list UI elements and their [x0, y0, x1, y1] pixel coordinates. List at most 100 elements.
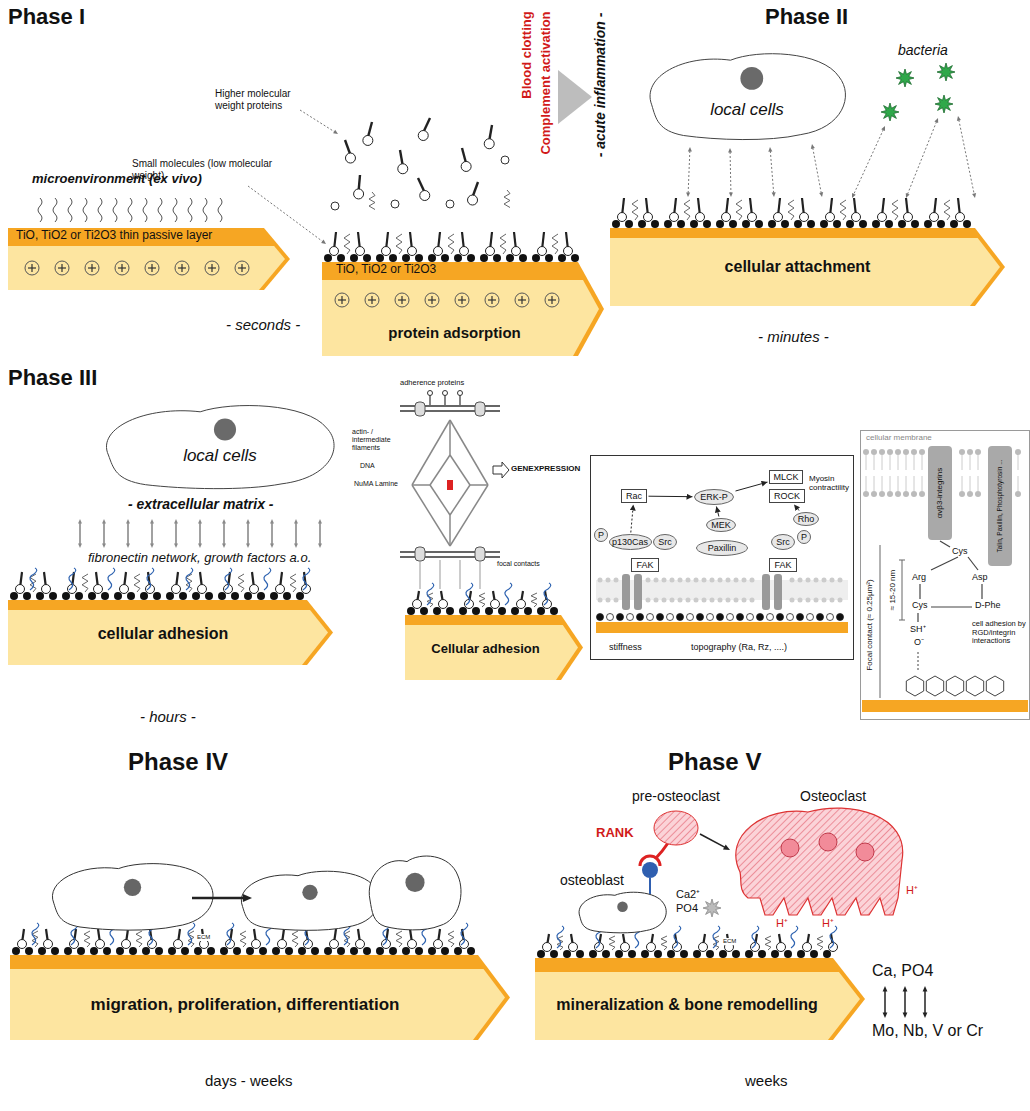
annotation: fibronectin network, growth factors a.o. [88, 551, 311, 566]
small-molecule [758, 950, 766, 958]
residue-label: Cys [912, 600, 928, 610]
arrow-line [295, 523, 297, 544]
annotation: Higher molecular weight proteins [215, 88, 315, 111]
protein-ellipse-outline [654, 535, 677, 550]
lipid-head [1015, 491, 1021, 497]
small-molecule [690, 220, 698, 228]
dimension-tick [899, 620, 905, 621]
arrow-head [102, 543, 106, 548]
protein-box: FAK [769, 558, 797, 572]
small-molecule [693, 950, 701, 958]
molecule-spring [552, 234, 558, 254]
protein [569, 943, 578, 952]
mineral-crystal [703, 899, 721, 917]
node-label: protein adsorption [342, 324, 567, 341]
process-label: Complement activation [539, 11, 554, 154]
peptide-bond [919, 584, 920, 599]
part-label: Talin, Paxillin, Phosphotyrosin ... [996, 459, 1003, 552]
small-molecule [311, 947, 319, 955]
small-molecule [771, 950, 779, 958]
small-molecule [680, 950, 688, 958]
protein [930, 213, 939, 222]
small-molecule [537, 950, 545, 958]
charge-circle [115, 261, 129, 275]
part-label: focal contacts [497, 560, 540, 568]
water-molecule [83, 198, 87, 222]
focal-link [420, 560, 421, 589]
lipid-head [967, 449, 973, 455]
annotation: Small molecules (low molecular weight) [132, 158, 297, 181]
residue-label: Cys [952, 546, 968, 556]
residue-label: D-Phe [975, 600, 1001, 610]
surface-molecule [707, 614, 714, 621]
arrow-line [904, 991, 906, 1013]
small-molecule [846, 220, 854, 228]
protein [200, 940, 209, 949]
node-label: Rho [798, 514, 815, 524]
cytoskeleton-filament [470, 484, 488, 486]
protein [468, 195, 478, 205]
protein-ellipse: Src [771, 534, 795, 550]
molecule-spring [840, 200, 846, 220]
cytoskeleton-filament [449, 420, 451, 455]
small-molecule [485, 607, 493, 615]
surface-molecule [787, 614, 794, 621]
receptor [415, 547, 425, 561]
peptide-bond [981, 584, 982, 599]
cell-nucleus [124, 879, 141, 896]
node-label: Src [776, 537, 790, 547]
node-label: mineralization & bone remodelling [547, 996, 827, 1014]
lipid-head [1015, 449, 1021, 455]
dimension-bracket [880, 545, 881, 698]
lipid-tail [962, 455, 963, 470]
small-molecule [194, 947, 202, 955]
band-body [8, 610, 328, 665]
receptor-label: RANK [596, 826, 634, 841]
time-label: weeks [745, 1072, 788, 1089]
arrow-head [883, 1013, 888, 1019]
arrow-head [126, 519, 130, 524]
lipid-head [734, 598, 739, 603]
protein [644, 213, 653, 222]
protein [408, 940, 417, 949]
molecule-spring [240, 931, 246, 947]
protein [956, 213, 965, 222]
lipid-head [694, 598, 699, 603]
small-molecule [337, 947, 345, 955]
small-molecule [179, 592, 187, 600]
lipid-head [919, 491, 925, 497]
charge-circle [485, 293, 499, 307]
small-molecule [454, 947, 462, 955]
lipid-tail [906, 455, 907, 470]
cell-nucleus [405, 873, 424, 892]
lipid-head [662, 598, 667, 603]
band-strip [8, 228, 290, 290]
molecule-spring [892, 200, 898, 220]
lipid-tail [898, 476, 899, 491]
small-molecule [257, 592, 265, 600]
arrow-head [198, 519, 202, 524]
lipid-head [798, 578, 803, 583]
integrin [634, 574, 642, 610]
lipid-tail [906, 476, 907, 491]
cell-nucleus [617, 901, 628, 912]
lipid-head [718, 578, 723, 583]
protein [16, 585, 25, 594]
small-molecule [716, 220, 724, 228]
arrow-line [813, 148, 822, 193]
surface-molecule [717, 614, 724, 621]
cell-label: Osteoclast [800, 788, 866, 804]
lipid-head [646, 578, 651, 583]
surface-molecule [617, 614, 624, 621]
arrow-head [772, 192, 776, 197]
lipid-head [806, 598, 811, 603]
small-molecule [794, 220, 802, 228]
process-label: - acute inflammation - [592, 13, 608, 158]
part-label: actin- / intermediate filaments [352, 428, 402, 452]
protein [777, 943, 786, 952]
small-molecule [550, 950, 558, 958]
protein [461, 161, 471, 171]
osteoclast-nucleus [781, 839, 799, 857]
phase-heading: Phase III [8, 365, 97, 390]
arrow-head [729, 192, 733, 197]
